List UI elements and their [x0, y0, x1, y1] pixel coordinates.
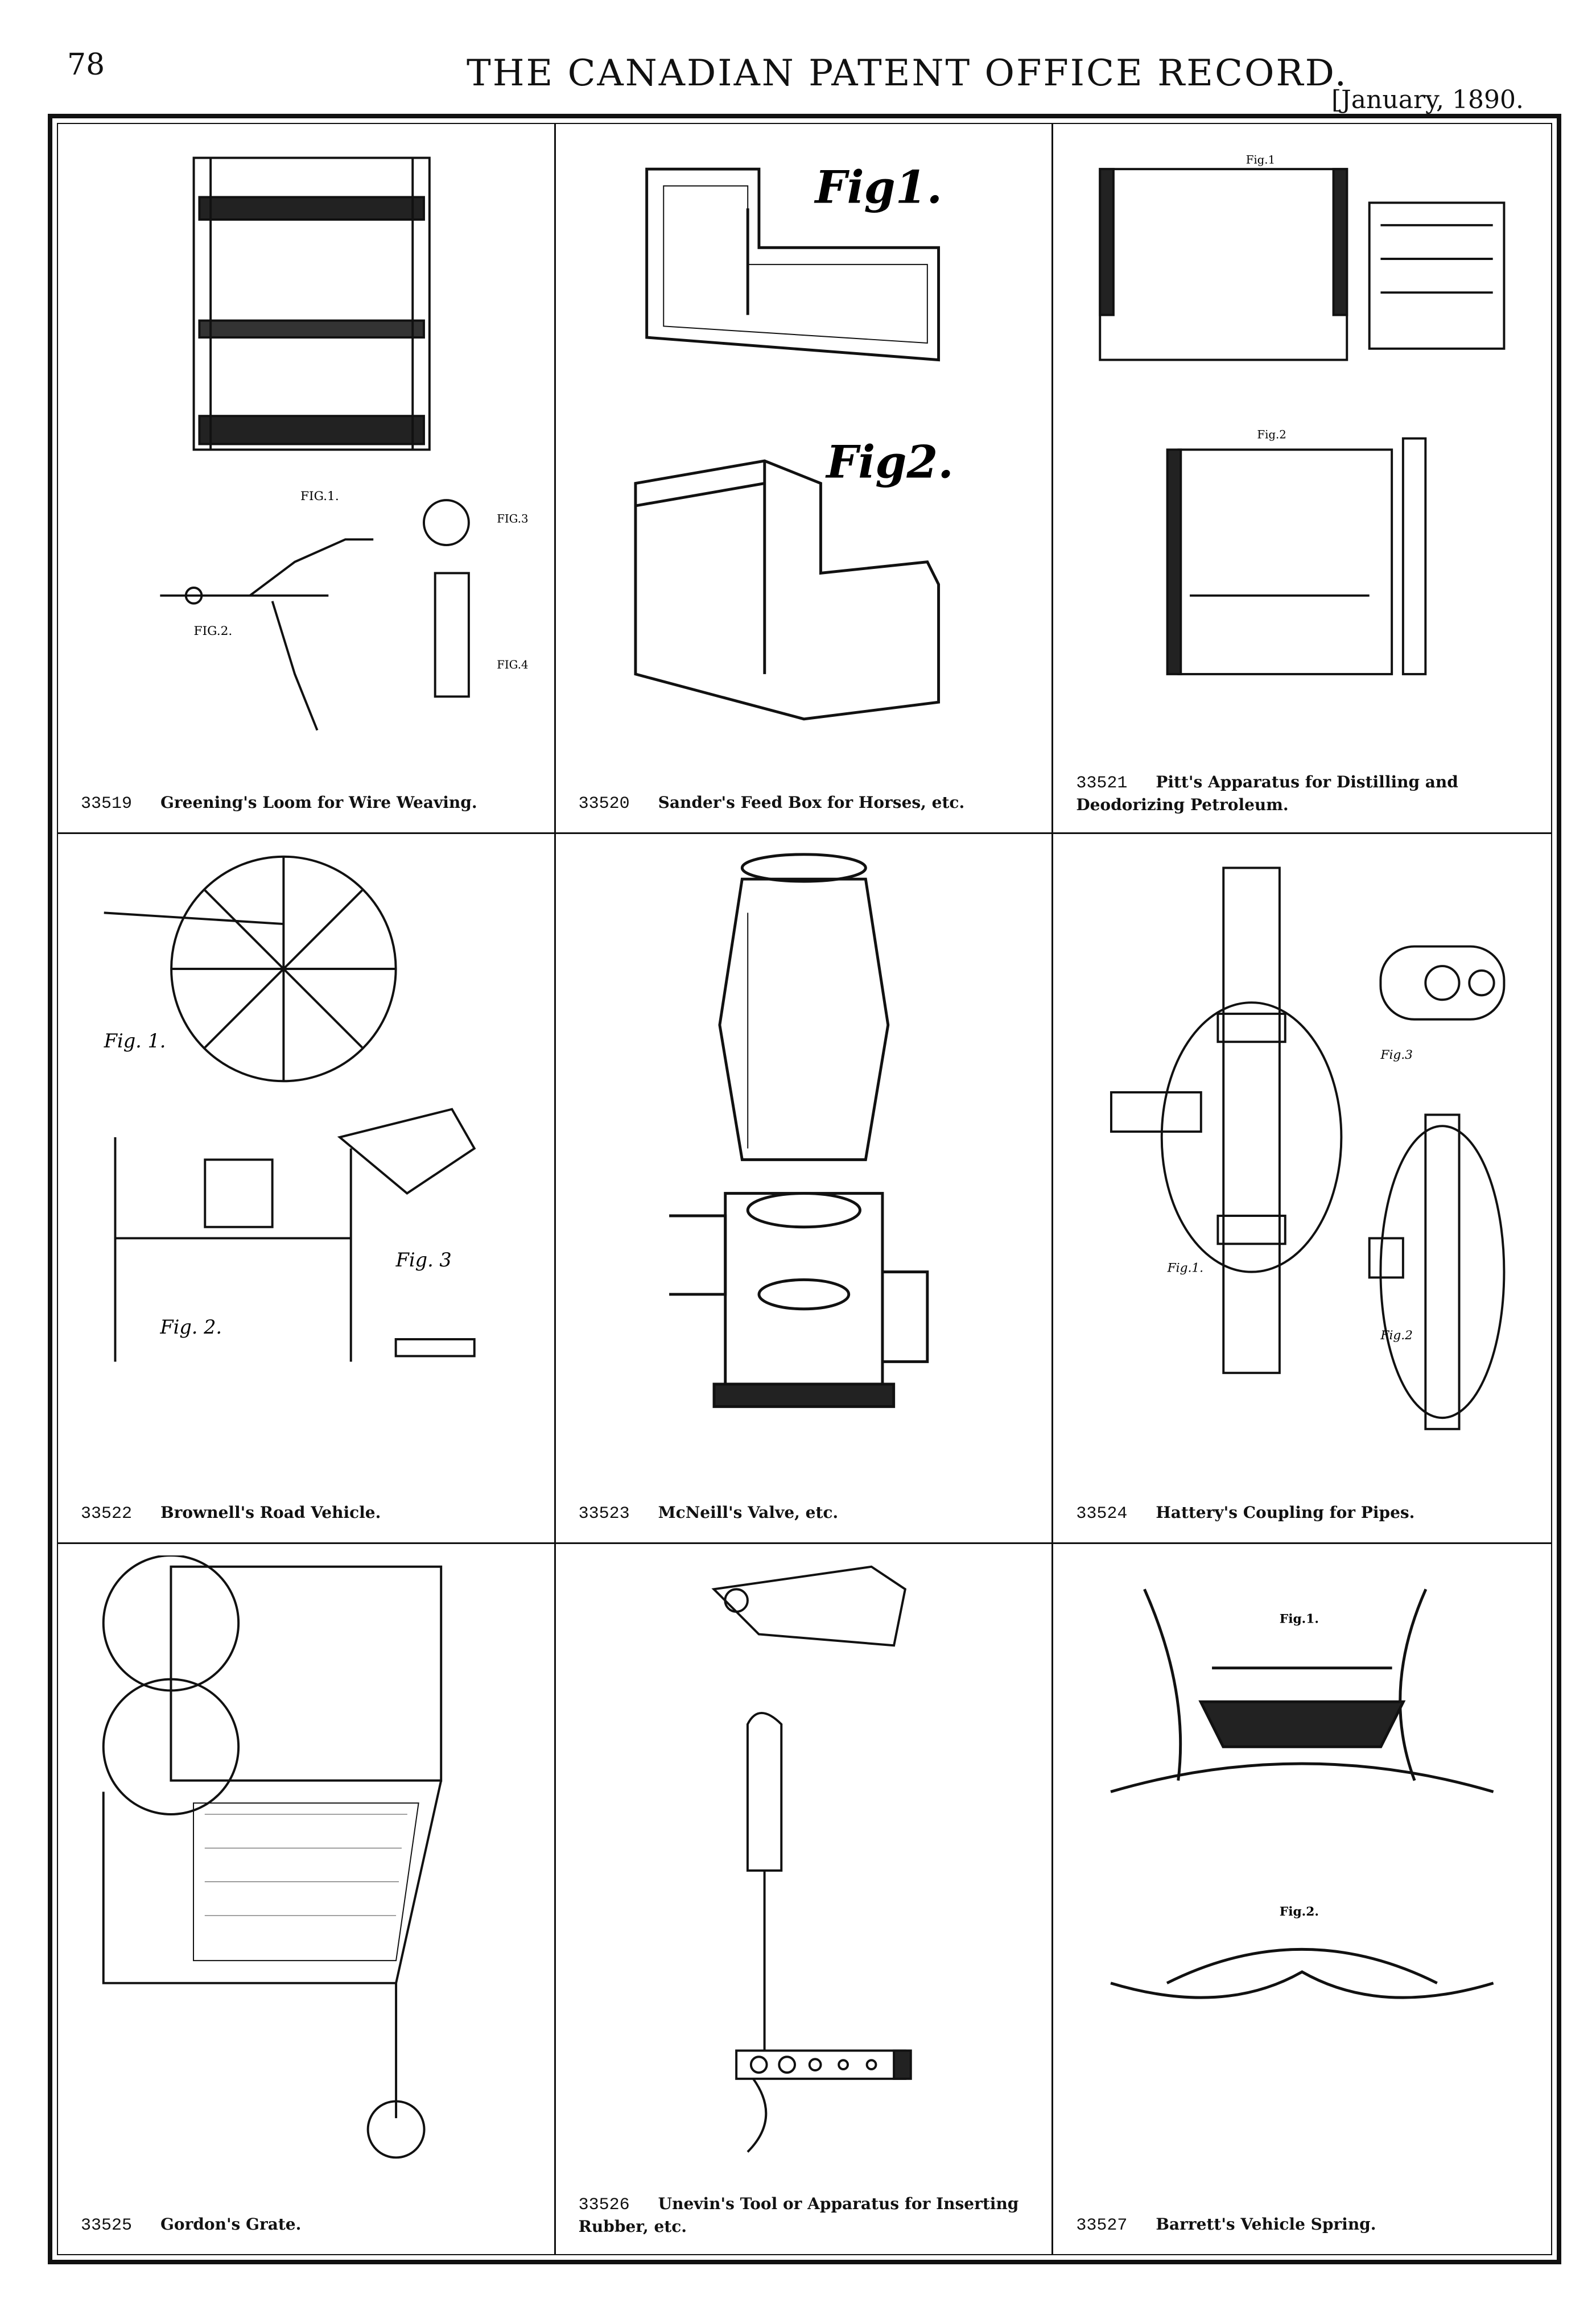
fig-label: Fig.2 — [1380, 1328, 1413, 1343]
patent-number: 33522 — [81, 1504, 133, 1524]
fig-label: FIG.2. — [194, 624, 233, 638]
valve-drawing-icon — [669, 853, 929, 1408]
patent-cell-33522: Fig. 1. Fig. 2. Fig. 3 33522 Brownell's R… — [58, 834, 556, 1544]
patent-caption: 33525 Gordon's Grate. — [81, 2214, 531, 2237]
patent-illustration: Fig. 1. Fig. 2. Fig. 3 — [75, 845, 537, 1463]
fig-label: Fig2. — [825, 436, 954, 489]
patent-title: McNeill's Valve, etc. — [658, 1503, 839, 1522]
fig-label: Fig.1. — [1280, 1612, 1319, 1627]
loom-drawing-icon: FIG.1. FIG.2. FIG.3 FIG.4 — [160, 156, 529, 731]
patent-number: 33523 — [578, 1504, 630, 1524]
patent-number: 33524 — [1076, 1504, 1128, 1524]
patent-number: 33519 — [81, 794, 133, 814]
fig-label: Fig. 3 — [395, 1249, 452, 1271]
patent-illustration: Fig1. Fig2. — [573, 135, 1035, 753]
page-header: 78 THE CANADIAN PATENT OFFICE RECORD. [J… — [0, 0, 1596, 114]
patent-title: Hattery's Coupling for Pipes. — [1156, 1503, 1415, 1522]
patent-illustration — [573, 1555, 1035, 2174]
patent-number: 33521 — [1076, 773, 1128, 793]
patent-illustration: Fig.1 Fig.2 — [1070, 135, 1534, 753]
patent-illustration — [75, 1554, 537, 2174]
patent-title: Brownell's Road Vehicle. — [160, 1503, 381, 1522]
patent-title: Pitt's Apparatus for Distilling and Deod… — [1076, 772, 1458, 814]
patent-caption: 33519 Greening's Loom for Wire Weaving. — [81, 793, 531, 815]
patent-cell-33520: Fig1. Fig2. 33520 Sander's Feed Box for H… — [555, 124, 1054, 834]
patent-illustration: Fig.1. Fig.2. — [1070, 1555, 1534, 2174]
patent-number: 33525 — [81, 2216, 133, 2235]
pipe-coupling-drawing-icon: Fig.1. Fig.2 Fig.3 — [1110, 866, 1506, 1430]
patent-caption: 33520 Sander's Feed Box for Horses, etc. — [579, 793, 1029, 815]
patent-caption: 33522 Brownell's Road Vehicle. — [81, 1503, 531, 1525]
distilling-apparatus-drawing-icon: Fig.1 Fig.2 — [1099, 153, 1506, 675]
fig-label: Fig.1 — [1246, 153, 1275, 166]
patent-number: 33527 — [1076, 2216, 1128, 2235]
fig-label: Fig.2 — [1257, 428, 1286, 441]
patent-caption: 33523 McNeill's Valve, etc. — [579, 1503, 1029, 1525]
patent-cell-33525: 33525 Gordon's Grate. — [58, 1544, 556, 2254]
patent-cell-33523: 33523 McNeill's Valve, etc. — [555, 834, 1054, 1544]
running-title: THE CANADIAN PATENT OFFICE RECORD. — [467, 52, 1348, 94]
patent-title: Gordon's Grate. — [160, 2215, 302, 2234]
patent-caption: 33527 Barrett's Vehicle Spring. — [1076, 2214, 1528, 2237]
patent-plate-frame: FIG.1. FIG.2. FIG.3 FIG.4 33519 Greening'… — [48, 114, 1561, 2264]
patent-title: Barrett's Vehicle Spring. — [1156, 2215, 1376, 2234]
fig-label: FIG.4 — [497, 658, 528, 671]
fig-label: Fig.1. — [1167, 1261, 1203, 1276]
patent-cell-33519: FIG.1. FIG.2. FIG.3 FIG.4 33519 Greening'… — [58, 124, 556, 834]
patent-title: Sander's Feed Box for Horses, etc. — [658, 793, 965, 812]
fig-label: Fig. 2. — [159, 1316, 222, 1338]
fig-label: Fig. 1. — [104, 1030, 166, 1052]
page-number: 78 — [67, 48, 105, 82]
patent-illustration: Fig.1. Fig.2 Fig.3 — [1070, 845, 1534, 1463]
patent-caption: 33524 Hattery's Coupling for Pipes. — [1076, 1503, 1528, 1525]
patent-title: Greening's Loom for Wire Weaving. — [160, 793, 477, 812]
patent-title: Unevin's Tool or Apparatus for Inserting… — [578, 2194, 1019, 2236]
fig-label: FIG.3 — [497, 513, 528, 526]
fig-label: Fig.2. — [1280, 1905, 1319, 1919]
patent-cell-33524: Fig.1. Fig.2 Fig.3 33524 Hattery's Coupli… — [1053, 834, 1551, 1544]
road-vehicle-drawing-icon: Fig. 1. Fig. 2. Fig. 3 — [104, 855, 476, 1362]
frame-inner-rule — [57, 123, 1552, 2255]
feed-box-drawing-icon: Fig1. Fig2. — [634, 160, 954, 721]
patent-grid: FIG.1. FIG.2. FIG.3 FIG.4 33519 Greening'… — [58, 124, 1551, 2254]
fig-label: Fig1. — [814, 160, 942, 213]
vehicle-spring-drawing-icon: Fig.1. Fig.2. — [1110, 1588, 1494, 1999]
issue-date: [January, 1890. — [1331, 85, 1524, 114]
patent-number: 33520 — [578, 794, 630, 814]
patent-number: 33526 — [578, 2195, 630, 2215]
patent-illustration — [573, 845, 1035, 1463]
fig-label: Fig.3 — [1380, 1048, 1413, 1062]
fig-label: FIG.1. — [300, 489, 339, 503]
patent-illustration: FIG.1. FIG.2. FIG.3 FIG.4 — [75, 135, 537, 753]
rubber-inserting-tool-drawing-icon — [711, 1565, 912, 2153]
grate-drawing-icon — [102, 1554, 443, 2159]
patent-cell-33527: Fig.1. Fig.2. 33527 Barrett's Vehicle Spr… — [1053, 1544, 1551, 2254]
